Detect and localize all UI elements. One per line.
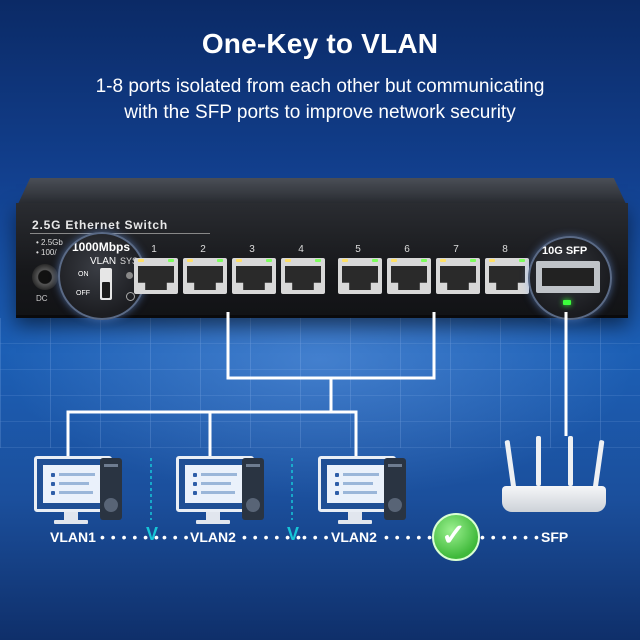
port-led-icon — [391, 259, 397, 262]
port-led-icon — [266, 259, 272, 262]
rj45-port-7[interactable] — [436, 258, 480, 294]
vlan-on-label: ON — [78, 271, 89, 278]
dotted-connector: • • • • • • — [242, 529, 302, 545]
subheadline-line2: with the SFP ports to improve network se… — [124, 102, 516, 123]
port-led-icon — [138, 259, 144, 262]
port-led-icon — [236, 259, 242, 262]
vlan-separator-mark: V — [287, 524, 300, 544]
port-number-4: 4 — [298, 244, 304, 255]
rj45-port-4[interactable] — [281, 258, 325, 294]
port-led-icon — [168, 259, 174, 262]
reset-button-icon[interactable] — [126, 292, 135, 301]
dc-label: DC — [36, 294, 48, 303]
switch-model-name: 2.5G Ethernet Switch — [32, 218, 169, 232]
port-led-icon — [421, 259, 427, 262]
subheadline-line1: 1-8 ports isolated from each other but c… — [95, 76, 545, 97]
port-led-icon — [372, 259, 378, 262]
port-number-5: 5 — [355, 244, 361, 255]
port-led-icon — [470, 259, 476, 262]
port-led-icon — [187, 259, 193, 262]
rj45-port-2[interactable] — [183, 258, 227, 294]
port-led-icon — [285, 259, 291, 262]
sfp-led-icon — [563, 300, 571, 305]
vlan2-label-1: VLAN2 — [190, 529, 236, 545]
dc-power-port — [32, 264, 58, 290]
switch-spec-line1: • 2.5Gb — [36, 238, 63, 247]
port-led-icon — [489, 259, 495, 262]
port-number-1: 1 — [151, 244, 157, 255]
wifi-router-icon — [496, 436, 616, 520]
dotted-connector: • • • — [302, 529, 330, 545]
vlan2-label-2: VLAN2 — [331, 529, 377, 545]
port-led-icon — [342, 259, 348, 262]
vlan1-label: VLAN1 — [50, 529, 96, 545]
port-group-left-line — [226, 312, 436, 380]
port-led-icon — [440, 259, 446, 262]
sfp-port[interactable] — [536, 261, 600, 293]
vlan-separator-mark: V — [146, 524, 159, 544]
switch-name-underline — [30, 233, 210, 234]
vlan-label: VLAN — [90, 256, 117, 267]
rj45-port-8[interactable] — [485, 258, 529, 294]
dotted-connector: • • • • • • — [480, 529, 540, 545]
switch-top-panel — [18, 178, 626, 204]
sys-label: SYS — [120, 256, 139, 266]
dotted-connector: • • • — [162, 529, 190, 545]
port-led-icon — [217, 259, 223, 262]
dotted-connector: • • • • • — [384, 529, 434, 545]
port-led-icon — [519, 259, 525, 262]
sfp-label: SFP — [541, 529, 569, 545]
port-number-2: 2 — [200, 244, 206, 255]
sys-led-icon — [126, 272, 133, 279]
vlan-off-label: OFF — [76, 290, 90, 297]
background-grid — [0, 318, 640, 448]
dotted-connector: • • • • • • — [100, 529, 160, 545]
rj45-port-3[interactable] — [232, 258, 276, 294]
port-number-3: 3 — [249, 244, 255, 255]
check-circle-icon: ✓ — [432, 513, 480, 561]
headline: One-Key to VLAN — [201, 28, 439, 59]
port-number-7: 7 — [453, 244, 459, 255]
rj45-port-6[interactable] — [387, 258, 431, 294]
rj45-port-5[interactable] — [338, 258, 382, 294]
port-led-icon — [315, 259, 321, 262]
sfp-port-label: 10G SFP — [542, 245, 588, 257]
pc-branch-line — [66, 410, 358, 456]
rj45-port-1[interactable] — [134, 258, 178, 294]
magnifier-speed-text: 1000Mbps — [72, 240, 131, 254]
port-number-6: 6 — [404, 244, 410, 255]
port-number-8: 8 — [502, 244, 508, 255]
switch-spec-line2: • 100/ — [36, 248, 57, 257]
vlan-toggle-knob[interactable] — [102, 282, 110, 298]
